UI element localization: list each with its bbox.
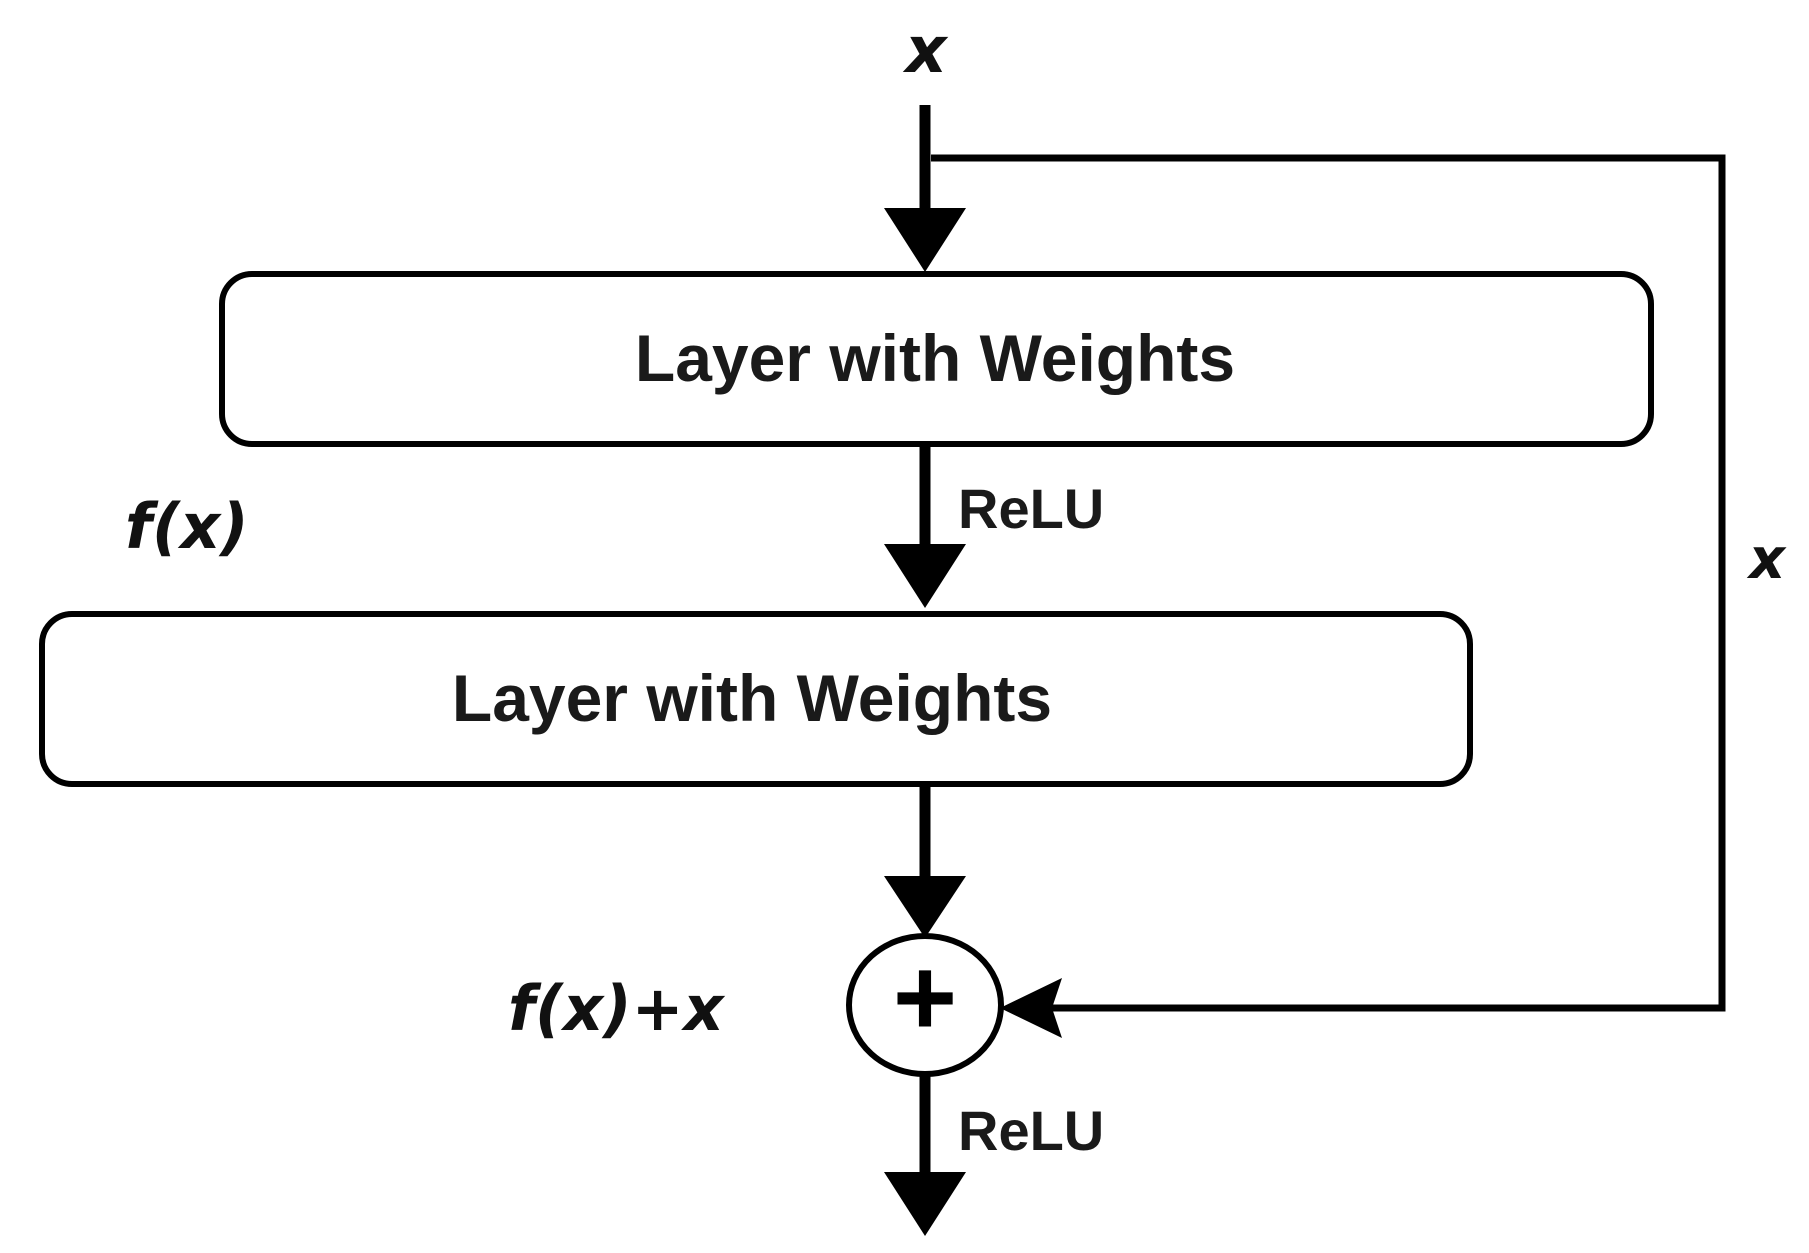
skip-connection-arrow-head xyxy=(1000,978,1062,1038)
output-arrow-head xyxy=(884,1172,966,1236)
layer-1-label: Layer with Weights xyxy=(635,321,1235,395)
plus-icon: + xyxy=(893,936,957,1059)
sum-node: + xyxy=(846,933,1004,1077)
fx-label: f(x) xyxy=(125,490,249,563)
sum-label: f(x)+x xyxy=(508,972,726,1045)
layer-with-weights-1: Layer with Weights xyxy=(219,271,1654,447)
skip-x-label: x xyxy=(1746,527,1787,592)
relu-1-label: ReLU xyxy=(958,477,1104,540)
skip-connection-line xyxy=(931,154,1726,1012)
input-arrow-head xyxy=(884,208,966,272)
input-x-label: x xyxy=(902,14,948,88)
layer-with-weights-2: Layer with Weights xyxy=(39,611,1473,787)
relu-2-label: ReLU xyxy=(958,1099,1104,1162)
layer-2-label: Layer with Weights xyxy=(452,661,1052,735)
relu-1-arrow-head xyxy=(884,544,966,608)
to-sum-arrow-head xyxy=(884,876,966,938)
